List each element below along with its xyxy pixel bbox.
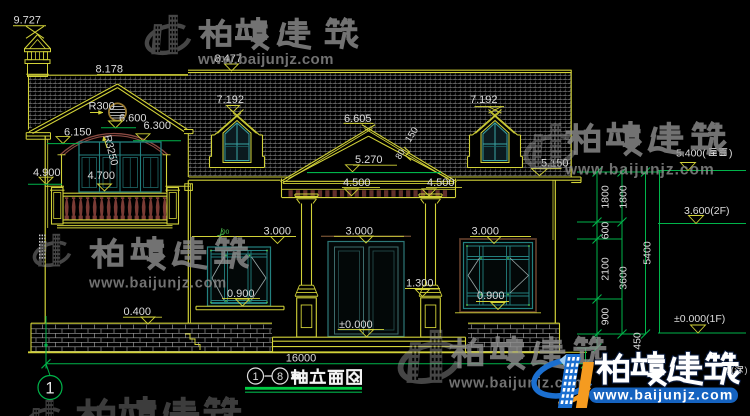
svg-text:1800: 1800 xyxy=(600,185,612,209)
svg-text:3600: 3600 xyxy=(618,266,630,290)
svg-text:(: ( xyxy=(731,365,734,375)
svg-text:900: 900 xyxy=(600,308,612,326)
svg-text:www.baijunjz.com: www.baijunjz.com xyxy=(564,162,715,179)
svg-text:): ) xyxy=(729,148,733,160)
svg-text:600: 600 xyxy=(600,222,612,240)
svg-text:16000: 16000 xyxy=(286,353,317,365)
svg-text:1: 1 xyxy=(45,380,54,398)
svg-text:80: 80 xyxy=(393,147,407,161)
svg-text:3.000: 3.000 xyxy=(346,225,374,237)
svg-text:5400: 5400 xyxy=(642,241,654,265)
svg-text:0.900: 0.900 xyxy=(477,290,505,302)
svg-text:2100: 2100 xyxy=(600,257,612,281)
svg-text:0.400: 0.400 xyxy=(124,306,152,318)
svg-text:www.baijunjz.com: www.baijunjz.com xyxy=(197,51,334,68)
svg-text:www.baijunjz.com: www.baijunjz.com xyxy=(592,387,733,403)
svg-text:6.300: 6.300 xyxy=(144,120,172,132)
svg-text:8.178: 8.178 xyxy=(96,64,124,76)
svg-text:3.000: 3.000 xyxy=(264,225,292,237)
svg-text:±0.000(1F): ±0.000(1F) xyxy=(674,313,725,325)
svg-text:450: 450 xyxy=(632,332,644,350)
svg-text:6.600: 6.600 xyxy=(119,113,147,125)
svg-text:1: 1 xyxy=(252,371,258,383)
svg-text:±0.000: ±0.000 xyxy=(339,319,373,331)
svg-text:4.700: 4.700 xyxy=(88,170,116,182)
svg-text:7.192: 7.192 xyxy=(470,94,498,106)
svg-text:): ) xyxy=(745,365,748,375)
svg-text:5.270: 5.270 xyxy=(355,154,383,166)
svg-text:3.000: 3.000 xyxy=(472,225,500,237)
svg-text:7.192: 7.192 xyxy=(217,94,245,106)
svg-text:6.150: 6.150 xyxy=(64,127,92,139)
svg-text:6.605: 6.605 xyxy=(344,113,372,125)
svg-text:1.300: 1.300 xyxy=(406,278,434,290)
svg-text:9.727: 9.727 xyxy=(14,15,42,27)
svg-text:www.baijunjz.com: www.baijunjz.com xyxy=(448,376,587,392)
svg-text:5.150: 5.150 xyxy=(541,157,569,169)
svg-text:3.600(2F): 3.600(2F) xyxy=(684,205,730,217)
svg-text:90: 90 xyxy=(222,229,230,236)
svg-text:0.900: 0.900 xyxy=(227,288,255,300)
svg-text:4.900: 4.900 xyxy=(33,167,61,179)
svg-text:8.477: 8.477 xyxy=(215,53,243,65)
svg-text:4.500: 4.500 xyxy=(427,177,455,189)
svg-text:5.400(: 5.400( xyxy=(676,148,706,160)
svg-text:8: 8 xyxy=(277,371,283,383)
svg-text:1800: 1800 xyxy=(618,185,630,209)
svg-text:R300: R300 xyxy=(89,101,115,113)
svg-text:www.baijunjz.com: www.baijunjz.com xyxy=(88,276,227,292)
svg-text:4.500: 4.500 xyxy=(343,177,371,189)
